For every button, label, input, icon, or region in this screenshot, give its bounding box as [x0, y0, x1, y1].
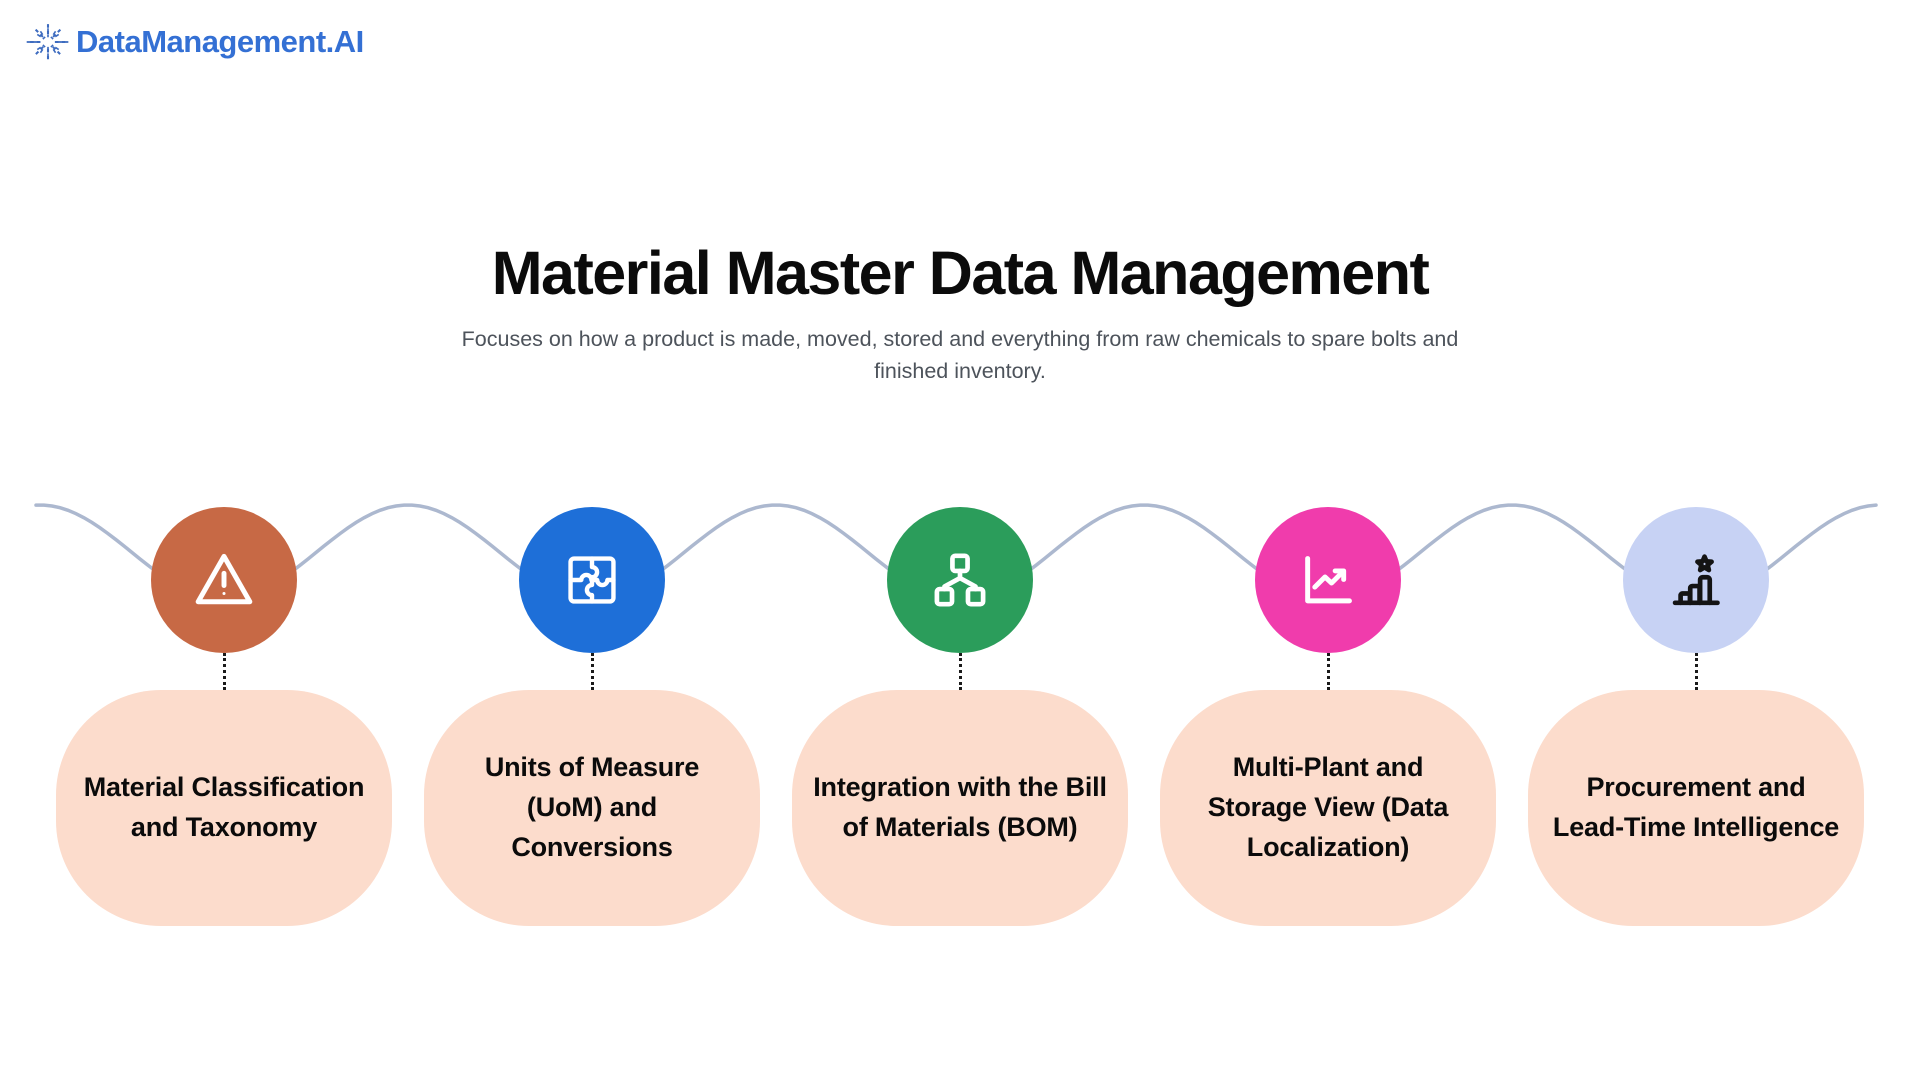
line-chart-circle [1255, 507, 1401, 653]
brand-name: DataManagement.AI [76, 24, 364, 59]
puzzle-circle [519, 507, 665, 653]
title-block: Material Master Data Management Focuses … [0, 238, 1920, 388]
starburst-icon [26, 24, 70, 60]
milestone-label: Integration with the Bill of Materials (… [813, 772, 1107, 842]
line-chart-icon [1305, 556, 1352, 604]
dotted-connector [222, 653, 226, 690]
milestone-procurement: Procurement and Lead-Time Intelligence [1512, 507, 1880, 926]
bar-chart-star-circle [1623, 507, 1769, 653]
dotted-connector [590, 653, 594, 690]
milestones-row: Material Classification and Taxonomy Uni… [40, 507, 1880, 926]
milestone-label: Procurement and Lead-Time Intelligence [1552, 772, 1840, 842]
page-subtitle: Focuses on how a product is made, moved,… [461, 327, 1459, 383]
milestone-card: Units of Measure (UoM) and Conversions [424, 690, 760, 926]
dotted-connector [1694, 653, 1698, 690]
milestone-label: Material Classification and Taxonomy [83, 772, 365, 842]
page-title: Material Master Data Management [491, 239, 1430, 307]
dotted-connector [1326, 653, 1330, 690]
bar-chart-star-icon [1672, 554, 1720, 606]
milestone-multi-plant: Multi-Plant and Storage View (Data Local… [1144, 507, 1512, 926]
puzzle-icon [568, 556, 616, 604]
milestone-card: Integration with the Bill of Materials (… [792, 690, 1128, 926]
warning-circle [151, 507, 297, 653]
sitemap-circle [887, 507, 1033, 653]
milestone-bom-integration: Integration with the Bill of Materials (… [776, 507, 1144, 926]
sitemap-icon [934, 553, 986, 607]
dotted-connector [958, 653, 962, 690]
milestone-card: Material Classification and Taxonomy [56, 690, 392, 926]
brand-logo[interactable]: DataManagement.AI [26, 20, 364, 64]
milestone-units-of-measure: Units of Measure (UoM) and Conversions [408, 507, 776, 926]
milestone-label: Multi-Plant and Storage View (Data Local… [1207, 752, 1449, 862]
milestone-label: Units of Measure (UoM) and Conversions [484, 752, 700, 862]
milestone-card: Procurement and Lead-Time Intelligence [1528, 690, 1864, 926]
warning-triangle-icon [195, 553, 253, 605]
milestone-material-classification: Material Classification and Taxonomy [40, 507, 408, 926]
milestone-card: Multi-Plant and Storage View (Data Local… [1160, 690, 1496, 926]
